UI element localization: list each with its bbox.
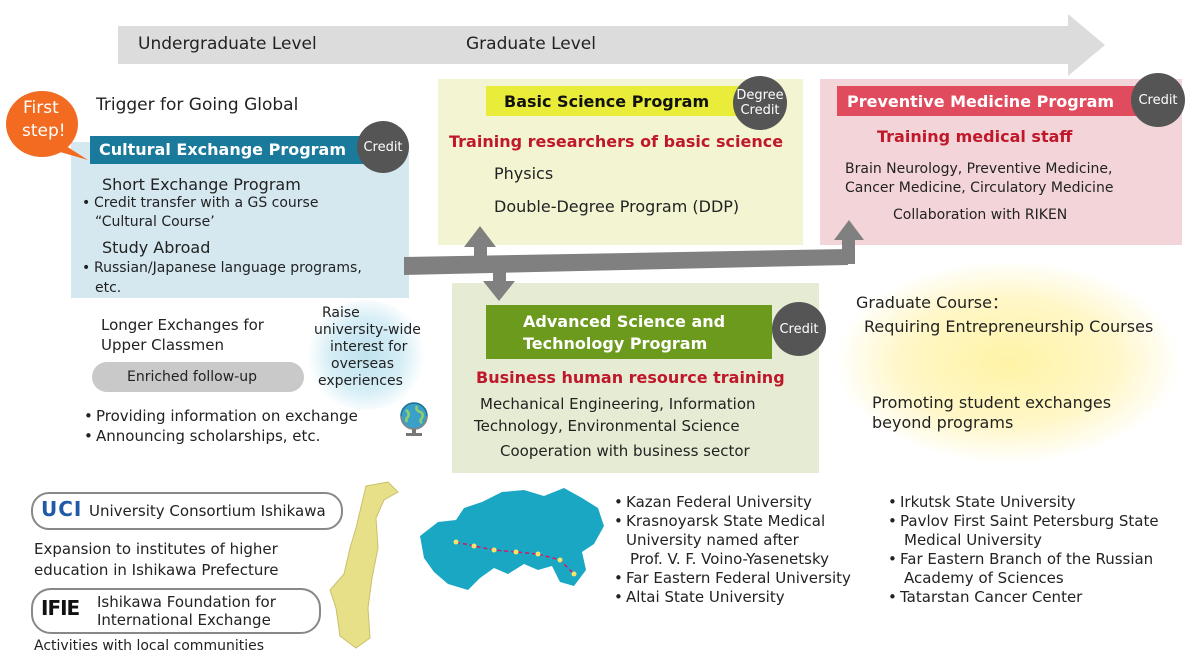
list-item: Russian/Japanese language programs, — [82, 260, 362, 277]
cultural-exchange-title-text: Cultural Exchange Program — [99, 140, 347, 159]
cultural-credit-badge: Credit — [357, 121, 409, 173]
eurasia-map — [420, 488, 604, 590]
raise-line1: Raise — [322, 305, 360, 321]
first-step-line2: step! — [22, 121, 66, 141]
preventive-collab: Collaboration with RIKEN — [893, 207, 1068, 223]
ifie-name-line2: International Exchange — [97, 611, 271, 629]
promoting-line1: Promoting student exchanges — [872, 393, 1112, 412]
preventive-credit-badge: Credit — [1131, 73, 1185, 127]
list-item: Altai State University — [614, 588, 851, 607]
enriched-followup-pill: Enriched follow-up — [92, 362, 304, 392]
raise-line2: university-wide — [314, 322, 421, 338]
basic-item-physics: Physics — [494, 164, 554, 183]
raise-interest-glow — [306, 300, 426, 410]
longer-exchange-line1: Longer Exchanges for — [101, 316, 264, 334]
list-item: Tatarstan Cancer Center — [888, 588, 1082, 607]
universities-col2-rest: Tatarstan Cancer Center — [888, 588, 1082, 607]
trigger-label: Trigger for Going Global — [96, 95, 299, 115]
short-exchange-bullets: Credit transfer with a GS course — [82, 195, 318, 212]
enriched-followup-text: Enriched follow-up — [127, 369, 257, 385]
graduate-course-glow — [838, 262, 1178, 462]
preventive-medicine-title: Preventive Medicine Program — [837, 86, 1141, 116]
raise-line3: interest for — [330, 339, 408, 355]
first-step-line1: First — [23, 98, 59, 118]
list-item: Announcing scholarships, etc. — [84, 426, 358, 446]
graduate-course-line1: Graduate Course： — [856, 293, 1008, 312]
uci-logo: UCI — [41, 497, 83, 521]
graduate-course-line2: Requiring Entrepreneurship Courses — [864, 317, 1154, 336]
first-step-bubble — [6, 91, 88, 160]
raise-line4: overseas — [331, 356, 394, 372]
advanced-title-line2: Technology Program — [523, 334, 708, 353]
short-exchange-label: Short Exchange Program — [102, 175, 301, 194]
advanced-science-title: Advanced Science and Technology Program — [486, 305, 772, 359]
uci-name: University Consortium Ishikawa — [89, 502, 326, 520]
globe-icon — [400, 402, 428, 436]
advanced-title-line1: Advanced Science and — [523, 312, 726, 331]
list-item: Krasnoyarsk State Medical — [614, 512, 825, 531]
basic-science-title: Basic Science Program — [486, 86, 756, 116]
list-item: Far Eastern Federal University — [614, 569, 851, 588]
list-item: Credit transfer with a GS course — [82, 195, 318, 212]
pavlov-line2: Medical University — [904, 531, 1042, 549]
list-item: Kazan Federal University — [614, 493, 825, 512]
study-abroad-label: Study Abroad — [102, 238, 211, 257]
study-abroad-etc: etc. — [95, 280, 122, 296]
info-bullets: Providing information on exchange Announ… — [84, 406, 358, 446]
krasnoyarsk-line3: Prof. V. F. Voino-Yasenetsky — [630, 550, 829, 568]
advanced-subtitle: Business human resource training — [476, 368, 785, 387]
basic-degree-credit-badge: Degree Credit — [733, 76, 787, 130]
far-eastern-branch-line2: Academy of Sciences — [904, 569, 1064, 587]
expansion-line2: education in Ishikawa Prefecture — [34, 561, 279, 579]
basic-science-subtitle: Training researchers of basic science — [449, 132, 784, 151]
graduate-level-label: Graduate Level — [466, 34, 596, 54]
ifie-logo: IFIE — [41, 596, 80, 620]
basic-item-ddp: Double-Degree Program (DDP) — [494, 197, 740, 216]
advanced-credit-badge: Credit — [772, 302, 826, 356]
preventive-subtitle: Training medical staff — [877, 127, 1073, 146]
preventive-medicine-title-text: Preventive Medicine Program — [847, 92, 1115, 111]
advanced-coop: Cooperation with business sector — [500, 442, 750, 460]
promoting-line2: beyond programs — [872, 413, 1014, 432]
advanced-fields-line1: Mechanical Engineering, Information — [480, 395, 756, 413]
degree-text: Degree — [736, 88, 784, 103]
krasnoyarsk-line2: University named after — [626, 531, 799, 549]
preventive-fields-line2: Cancer Medicine, Circulatory Medicine — [845, 180, 1114, 196]
credit-text: Credit — [740, 103, 780, 118]
longer-exchange-line2: Upper Classmen — [101, 336, 224, 354]
universities-col2: Irkutsk State University Pavlov First Sa… — [888, 493, 1159, 531]
cultural-exchange-title: Cultural Exchange Program — [90, 136, 370, 164]
universities-col1-rest: Far Eastern Federal University Altai Sta… — [614, 569, 851, 607]
universities-col1: Kazan Federal University Krasnoyarsk Sta… — [614, 493, 825, 531]
activities-label: Activities with local communities — [34, 638, 265, 654]
basic-science-title-text: Basic Science Program — [504, 92, 710, 111]
list-item: Far Eastern Branch of the Russian — [888, 550, 1153, 569]
uci-badge: UCI University Consortium Ishikawa — [31, 492, 343, 530]
advanced-fields-line2: Technology, Environmental Science — [474, 417, 740, 435]
list-item: Pavlov First Saint Petersburg State — [888, 512, 1159, 531]
raise-line5: experiences — [318, 373, 403, 389]
preventive-fields-line1: Brain Neurology, Preventive Medicine, — [845, 161, 1113, 177]
undergrad-level-label: Undergraduate Level — [138, 34, 317, 54]
ishikawa-map — [329, 481, 399, 649]
ifie-name-line1: Ishikawa Foundation for — [97, 593, 276, 611]
expansion-line1: Expansion to institutes of higher — [34, 540, 278, 558]
list-item: Irkutsk State University — [888, 493, 1159, 512]
list-item: Providing information on exchange — [84, 406, 358, 426]
universities-col2-mid: Far Eastern Branch of the Russian — [888, 550, 1153, 569]
short-exchange-course: “Cultural Course’ — [95, 214, 215, 230]
study-abroad-bullets: Russian/Japanese language programs, — [82, 260, 362, 277]
ifie-badge: IFIE Ishikawa Foundation for Internation… — [31, 588, 321, 634]
